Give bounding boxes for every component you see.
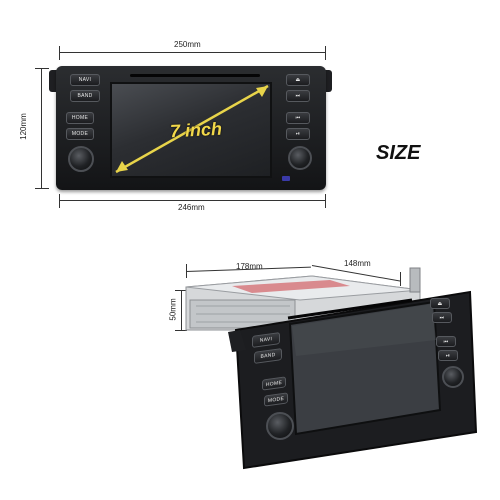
chassis-height-tick-top — [175, 290, 187, 291]
tune-knob[interactable] — [288, 146, 312, 170]
top-width-tick-left — [59, 46, 60, 60]
bottom-width-tick-left — [59, 194, 60, 208]
left-height-tick-bottom — [35, 188, 49, 189]
disc-slot — [130, 74, 260, 77]
navi-button[interactable]: NAVI — [70, 74, 100, 86]
chassis-height-tick-bottom — [175, 330, 187, 331]
volume-knob[interactable] — [68, 146, 94, 172]
previous-track-button-perspective[interactable]: ⏮ — [436, 336, 456, 347]
depth-tick-left — [186, 264, 187, 278]
tune-knob-perspective[interactable] — [442, 366, 464, 388]
depth-rear-tick-right — [400, 272, 401, 286]
next-track-button[interactable]: ⏭ — [286, 90, 310, 102]
top-width-label: 250mm — [174, 40, 201, 49]
band-button[interactable]: BAND — [70, 90, 100, 102]
play-pause-button-perspective[interactable]: ⏯ — [438, 350, 458, 361]
next-track-button-perspective[interactable]: ⏭ — [432, 312, 452, 323]
top-width-line — [59, 52, 325, 53]
size-title: SIZE — [376, 142, 421, 164]
volume-knob-perspective[interactable] — [266, 412, 294, 440]
home-button[interactable]: HOME — [66, 112, 94, 124]
previous-track-button[interactable]: ⏮ — [286, 112, 310, 124]
bottom-width-tick-right — [325, 194, 326, 208]
eject-button[interactable]: ⏏ — [286, 74, 310, 86]
left-height-line — [41, 68, 42, 188]
depth-rear-label: 148mm — [344, 259, 371, 268]
play-pause-button[interactable]: ⏯ — [286, 128, 310, 140]
mode-button[interactable]: MODE — [66, 128, 94, 140]
bottom-width-line — [59, 200, 325, 201]
usb-port — [282, 176, 290, 181]
bottom-width-label: 246mm — [178, 203, 205, 212]
left-height-tick-top — [35, 68, 49, 69]
eject-button-perspective[interactable]: ⏏ — [430, 298, 450, 309]
depth-label: 178mm — [236, 262, 263, 271]
top-width-tick-right — [325, 46, 326, 60]
chassis-height-line — [181, 290, 182, 330]
